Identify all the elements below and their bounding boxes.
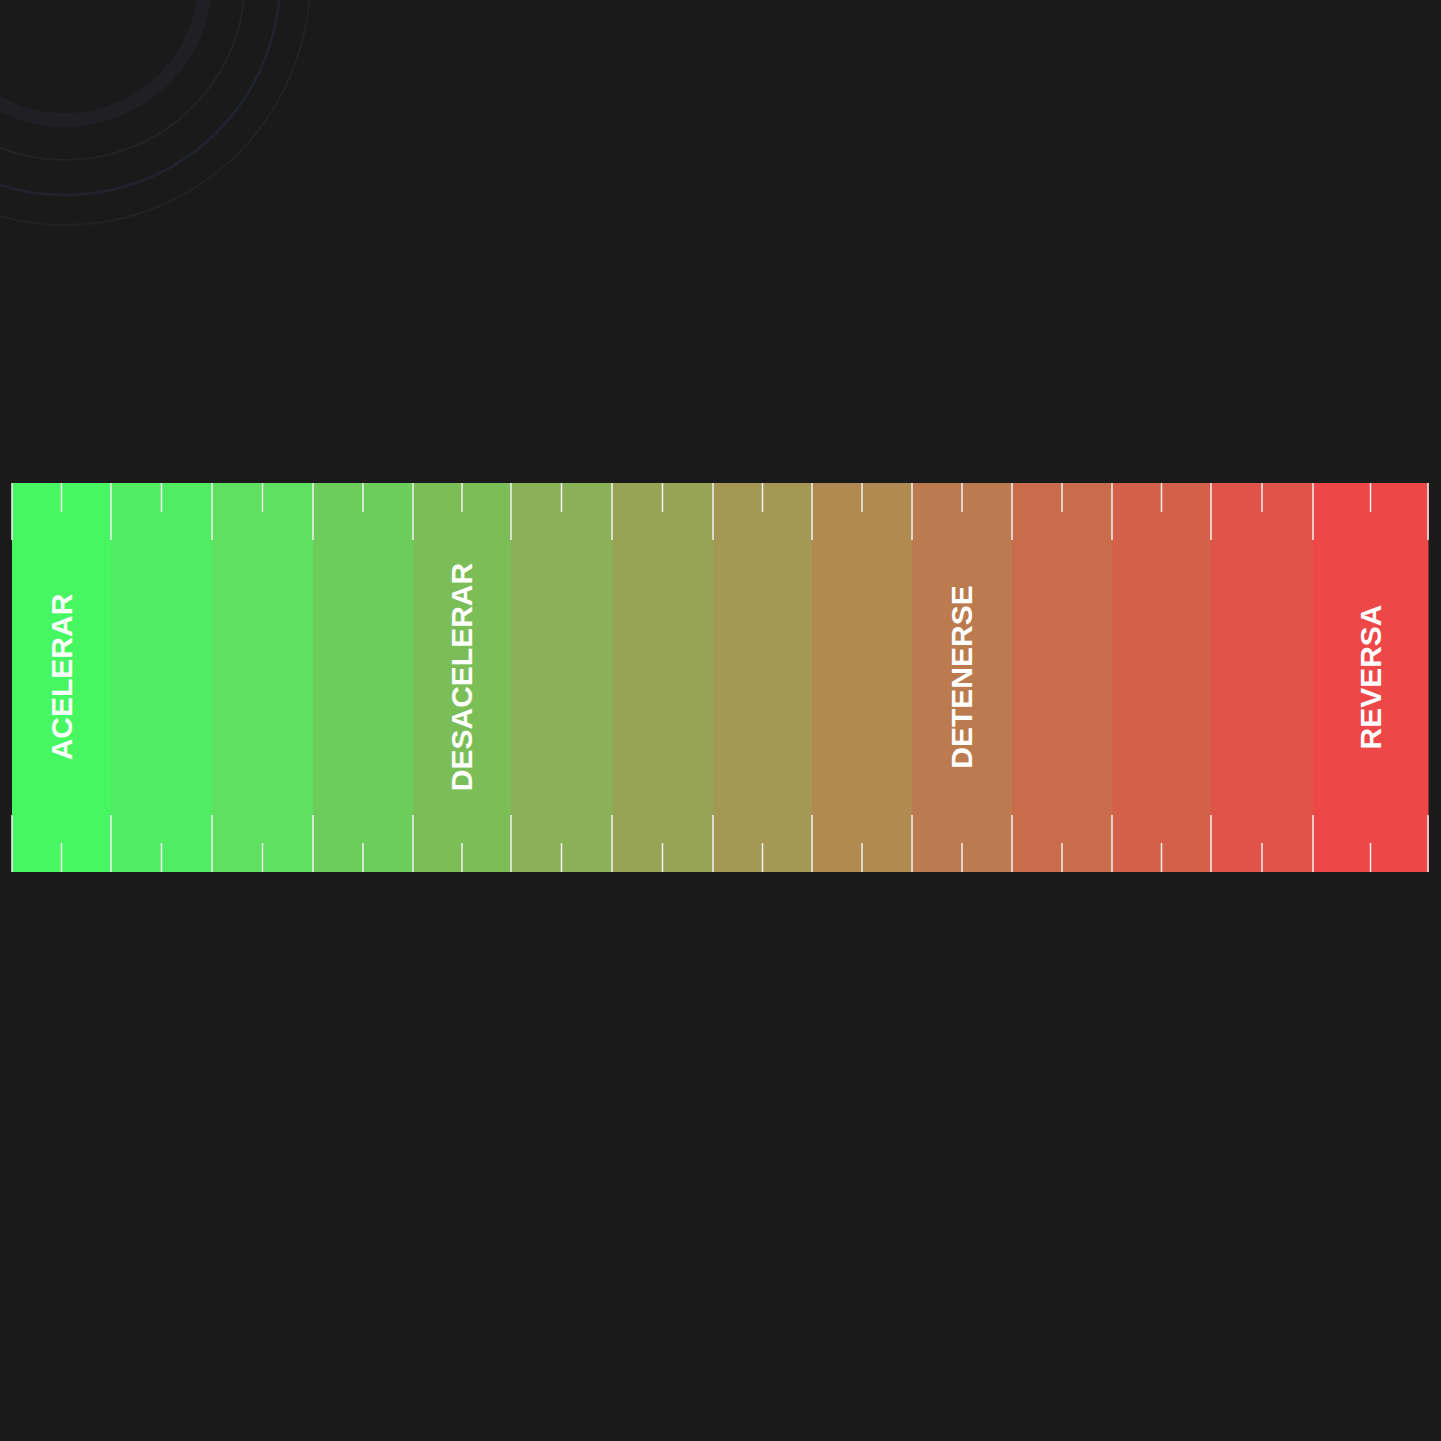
tick-mark xyxy=(262,483,264,512)
gradient-segment xyxy=(1313,483,1429,872)
tick-mark xyxy=(110,483,112,540)
tick-mark xyxy=(1210,483,1212,540)
gradient-segment xyxy=(612,483,714,872)
tick-mark xyxy=(1312,815,1314,872)
tick-mark xyxy=(712,815,714,872)
tick-mark xyxy=(1370,843,1372,872)
gradient-segment xyxy=(313,483,414,872)
tick-mark xyxy=(961,843,963,872)
gradient-segment xyxy=(812,483,913,872)
decor-arc xyxy=(0,0,310,225)
tick-mark xyxy=(461,843,463,872)
tick-mark xyxy=(811,483,813,540)
gradient-segment xyxy=(413,483,512,872)
decor-arc xyxy=(0,0,280,195)
tick-mark xyxy=(611,483,613,540)
tick-mark xyxy=(1111,815,1113,872)
band-label: REVERSA xyxy=(1356,604,1386,749)
tick-mark xyxy=(762,843,764,872)
tick-mark xyxy=(510,483,512,540)
tick-mark xyxy=(110,815,112,872)
band-label: DESACELERAR xyxy=(447,563,477,791)
tick-mark xyxy=(11,815,13,872)
tick-mark xyxy=(1210,815,1212,872)
tick-mark xyxy=(861,483,863,512)
tick-mark xyxy=(161,483,163,512)
gradient-segment xyxy=(1211,483,1314,872)
scale-band: DESACELERAR xyxy=(413,483,511,872)
gradient-segment xyxy=(713,483,813,872)
tick-mark xyxy=(312,483,314,540)
tick-mark xyxy=(911,483,913,540)
tick-mark xyxy=(61,843,63,872)
tick-mark xyxy=(1427,815,1429,872)
scale-band: ACELERAR xyxy=(12,483,111,872)
tick-mark xyxy=(1111,483,1113,540)
tick-mark xyxy=(1161,843,1163,872)
tick-mark xyxy=(1261,483,1263,512)
decor-arc xyxy=(0,0,205,120)
tick-mark xyxy=(712,483,714,540)
tick-mark xyxy=(11,483,13,540)
scale-band: DETENERSE xyxy=(912,483,1012,872)
band-label: DETENERSE xyxy=(947,585,977,768)
tick-mark xyxy=(461,483,463,512)
tick-mark xyxy=(911,815,913,872)
gradient-segment xyxy=(212,483,314,872)
tick-mark xyxy=(561,843,563,872)
gradient-segment xyxy=(511,483,613,872)
scale-band: REVERSA xyxy=(1313,483,1428,872)
tick-mark xyxy=(412,483,414,540)
tick-mark xyxy=(1011,815,1013,872)
tick-mark xyxy=(362,843,364,872)
tick-mark xyxy=(412,815,414,872)
tick-mark xyxy=(1370,483,1372,512)
tick-mark xyxy=(1011,483,1013,540)
tick-mark xyxy=(961,483,963,512)
tick-mark xyxy=(61,483,63,512)
tick-mark xyxy=(362,483,364,512)
tick-mark xyxy=(1061,843,1063,872)
tick-mark xyxy=(561,483,563,512)
tick-mark xyxy=(1161,483,1163,512)
tick-mark xyxy=(1261,843,1263,872)
gradient-segment xyxy=(12,483,112,872)
band-label: ACELERAR xyxy=(47,594,77,761)
tick-mark xyxy=(262,843,264,872)
tick-mark xyxy=(312,815,314,872)
tick-mark xyxy=(611,815,613,872)
tick-mark xyxy=(662,483,664,512)
gradient-segment xyxy=(1112,483,1212,872)
tick-mark xyxy=(510,815,512,872)
tick-mark xyxy=(762,483,764,512)
decor-arc xyxy=(0,0,245,160)
tick-mark xyxy=(662,843,664,872)
decor-arcs xyxy=(0,0,310,225)
tick-mark xyxy=(1427,483,1429,540)
tick-mark xyxy=(1312,483,1314,540)
tick-mark xyxy=(211,483,213,540)
tick-mark xyxy=(161,843,163,872)
gradient-segment xyxy=(912,483,1013,872)
tick-mark xyxy=(1061,483,1063,512)
tick-mark xyxy=(811,815,813,872)
tick-mark xyxy=(861,843,863,872)
gradient-segment xyxy=(111,483,213,872)
tick-mark xyxy=(211,815,213,872)
gradient-segment xyxy=(1012,483,1113,872)
